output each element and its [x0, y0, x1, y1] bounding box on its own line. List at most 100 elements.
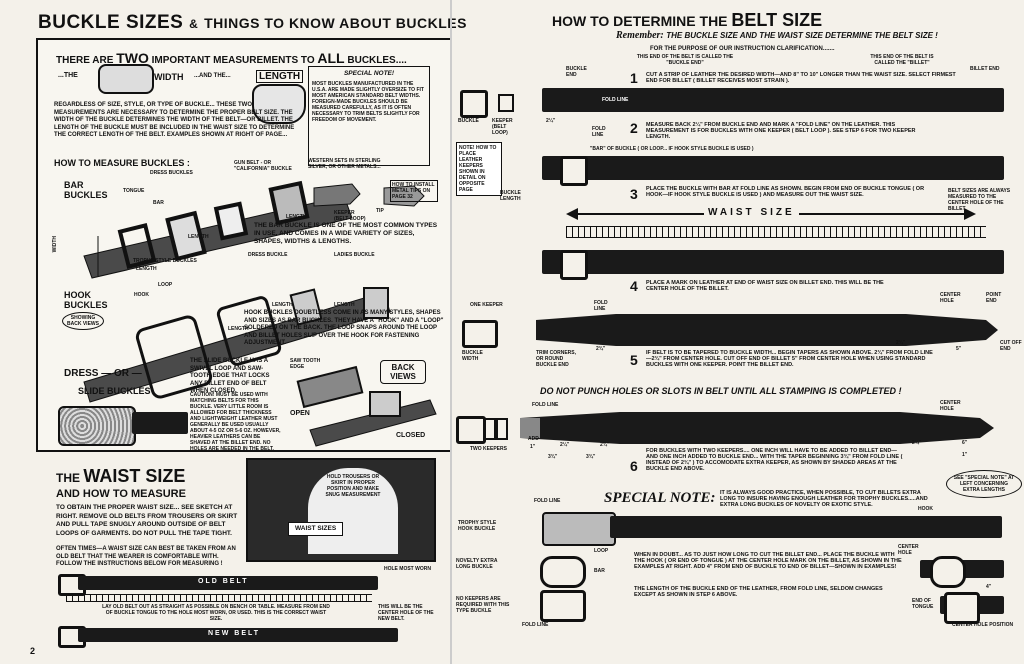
- center-hole-label-2: CENTER HOLE: [940, 400, 961, 412]
- slide-buckle-illustration: [58, 406, 136, 446]
- trophy-hook-buckle: [542, 512, 616, 546]
- right-title-big: BELT SIZE: [731, 10, 823, 30]
- label-trophy-style: TROPHY STYLE BUCKLES: [133, 258, 197, 264]
- showing-back-label: SHOWING BACK VIEWS: [62, 312, 104, 330]
- dim-3tq-left: 3¾": [548, 454, 558, 460]
- bar-buckle-text: THE BAR BUCKLE IS ONE OF THE MOST COMMON…: [254, 222, 438, 245]
- fold-line-label-3: FOLD LINE: [532, 402, 559, 408]
- label-length-4: LENGTH: [272, 302, 293, 308]
- step-2-number: 2: [630, 120, 638, 136]
- keeper-label: KEEPER (BELT LOOP): [492, 118, 513, 136]
- intro-all: ALL: [317, 50, 345, 66]
- buckle-illustration: [460, 90, 488, 118]
- slide-buckle-back-views: [296, 365, 437, 447]
- bar-of-buckle-label: "BAR" OF BUCKLE ( OR LOOP... IF HOOK STY…: [590, 146, 754, 152]
- special-note-box: SPECIAL NOTE! MOST BUCKLES MANUFACTURED …: [308, 66, 430, 166]
- fold-line-label-1: FOLD LINE: [592, 126, 606, 138]
- bar-buckles-label: BAR BUCKLES: [64, 180, 108, 200]
- buckle-sizes-box: THERE ARE TWO IMPORTANT MEASUREMENTS TO …: [36, 38, 452, 452]
- end-of-tongue-label: END OF TONGUE: [912, 598, 934, 610]
- trophy-hook-label: TROPHY STYLE HOOK BUCKLE: [458, 520, 497, 532]
- purpose-text: FOR THE PURPOSE OF OUR INSTRUCTION CLARI…: [650, 46, 835, 52]
- hand-width-illustration: [98, 64, 154, 94]
- dim-add-label: ADD: [528, 436, 539, 442]
- two-keepers-label: TWO KEEPERS: [470, 446, 507, 452]
- buckle-end-label: BUCKLE END: [566, 66, 587, 78]
- dim-2tq-step6: 2¾": [600, 442, 610, 448]
- figure-silhouette: [308, 468, 398, 554]
- label-hook: HOOK: [134, 292, 149, 298]
- waist-size-label: WAIST SIZE: [704, 207, 799, 218]
- dim-2q-step6: 2¼": [560, 442, 570, 448]
- label-western: WESTERN SETS IN STERLING SILVER, OR OTHE…: [308, 158, 381, 170]
- dim-1-left: 1": [530, 444, 536, 450]
- belt-sizes-note: BELT SIZES ARE ALWAYS MEASURED TO THE CE…: [948, 188, 1011, 212]
- label-length-5: LENGTH: [334, 302, 355, 308]
- step-3-text: PLACE THE BUCKLE WITH BAR AT FOLD LINE A…: [646, 186, 925, 198]
- step-6-buckle: [456, 416, 486, 444]
- center-hole-label-3: CENTER HOLE: [898, 544, 919, 556]
- hole-most-worn-label: HOLE MOST WORN: [384, 566, 431, 572]
- label-back-views: BACK VIEWS: [380, 360, 426, 384]
- step-2-text: MEASURE BACK 2¼" FROM BUCKLE END AND MAR…: [646, 122, 916, 140]
- buckle-end-definition: THIS END OF THE BELT IS CALLED THE "BUCK…: [636, 54, 734, 66]
- label-open: OPEN: [290, 410, 310, 417]
- title-rest: THINGS TO KNOW ABOUT BUCKLES: [204, 15, 467, 31]
- page-gutter: [450, 0, 452, 664]
- special-note-body: IT IS ALWAYS GOOD PRACTICE, WHEN POSSIBL…: [720, 490, 928, 508]
- step-6-keeper-1: [484, 418, 496, 440]
- slide-buckle-text: THE SLIDE BUCKLE HAS A SWIVEL LOOP AND S…: [190, 358, 270, 394]
- center-hole-label-1: CENTER HOLE: [940, 292, 961, 304]
- width-label: WIDTH: [154, 72, 184, 82]
- example-buckle-1: [930, 556, 966, 588]
- one-keeper-label: ONE KEEPER: [470, 302, 503, 308]
- waist-title-main: WAIST SIZE: [83, 466, 186, 486]
- waist-title-the: THE: [56, 471, 80, 485]
- label-saw-tooth: SAW TOOTH EDGE: [290, 358, 321, 370]
- caution-text: CAUTION! MUST BE USED WITH MATCHING BELT…: [190, 392, 281, 452]
- step-4-number: 4: [630, 278, 638, 294]
- billet-end-label: BILLET END: [970, 66, 1000, 72]
- step-5-text: IF BELT IS TO BE TAPERED TO BUCKLE WIDTH…: [646, 350, 933, 368]
- intro-mid: IMPORTANT MEASUREMENTS TO: [151, 55, 315, 66]
- buckle-width-label: BUCKLE WIDTH: [462, 350, 483, 362]
- old-belt-ruler: [66, 594, 372, 602]
- label-closed: CLOSED: [396, 432, 426, 439]
- label-ladies-buckle: LADIES BUCKLE: [334, 252, 375, 258]
- hold-trousers-text: HOLD TROUSERS OR SKIRT IN PROPER POSITIO…: [325, 474, 381, 498]
- step-4-text: PLACE A MARK ON LEATHER AT END OF WAIST …: [646, 280, 884, 292]
- waist-text-1: TO OBTAIN THE PROPER WAIST SIZE... SEE S…: [56, 504, 238, 537]
- cut-end-label: CUT OFF END: [1000, 340, 1022, 352]
- step-1-text: CUT A STRIP OF LEATHER THE DESIRED WIDTH…: [646, 72, 956, 84]
- new-belt-strap: NEW BELT: [78, 628, 398, 642]
- label-length-1: LENGTH: [286, 214, 307, 220]
- step-1-number: 1: [630, 70, 638, 86]
- right-title-pre: HOW TO DETERMINE THE: [552, 13, 728, 29]
- point-end-label: POINT END: [986, 292, 1002, 304]
- bar-label-right: BAR: [594, 568, 605, 574]
- dim-2tq-b-step5: 2¾": [896, 340, 906, 346]
- label-loop: LOOP: [158, 282, 173, 288]
- label-keeper: KEEPER (BELT LOOP): [334, 210, 366, 222]
- step-3-buckle: [560, 156, 588, 186]
- dim-5-step5: 5": [956, 346, 962, 352]
- remember-label: Remember:: [616, 30, 664, 41]
- new-belt-label: NEW BELT: [208, 630, 261, 637]
- label-length-6: LENGTH: [228, 326, 249, 332]
- label-install: HOW TO INSTALL METAL TIPS ON PAGE 32: [390, 180, 438, 202]
- step-6-keeper-2: [496, 418, 508, 440]
- remember-line: Remember: THE BUCKLE SIZE AND THE WAIST …: [616, 30, 938, 41]
- see-special-note-callout: See "SPECIAL NOTE" AT LEFT CONCERNING EX…: [946, 470, 1022, 498]
- step-4-belt: [542, 250, 1004, 274]
- and-the-label: ...AND THE...: [194, 73, 231, 79]
- center-hole-text: THIS WILL BE THE CENTER HOLE OF THE NEW …: [378, 604, 434, 622]
- label-dress-buckles: DRESS BUCKLES: [150, 170, 193, 176]
- remember-text: THE BUCKLE SIZE AND THE WAIST SIZE DETER…: [666, 31, 938, 40]
- step-4-buckle: [560, 250, 588, 280]
- left-title: BUCKLE SIZES & THINGS TO KNOW ABOUT BUCK…: [38, 12, 467, 34]
- dim-4-label: 4": [986, 584, 992, 590]
- title-main: BUCKLE SIZES: [38, 12, 184, 33]
- waist-ruler: [566, 226, 986, 238]
- buckle-length-label: BUCKLE LENGTH: [500, 190, 521, 202]
- buckle-label: BUCKLE: [458, 118, 479, 124]
